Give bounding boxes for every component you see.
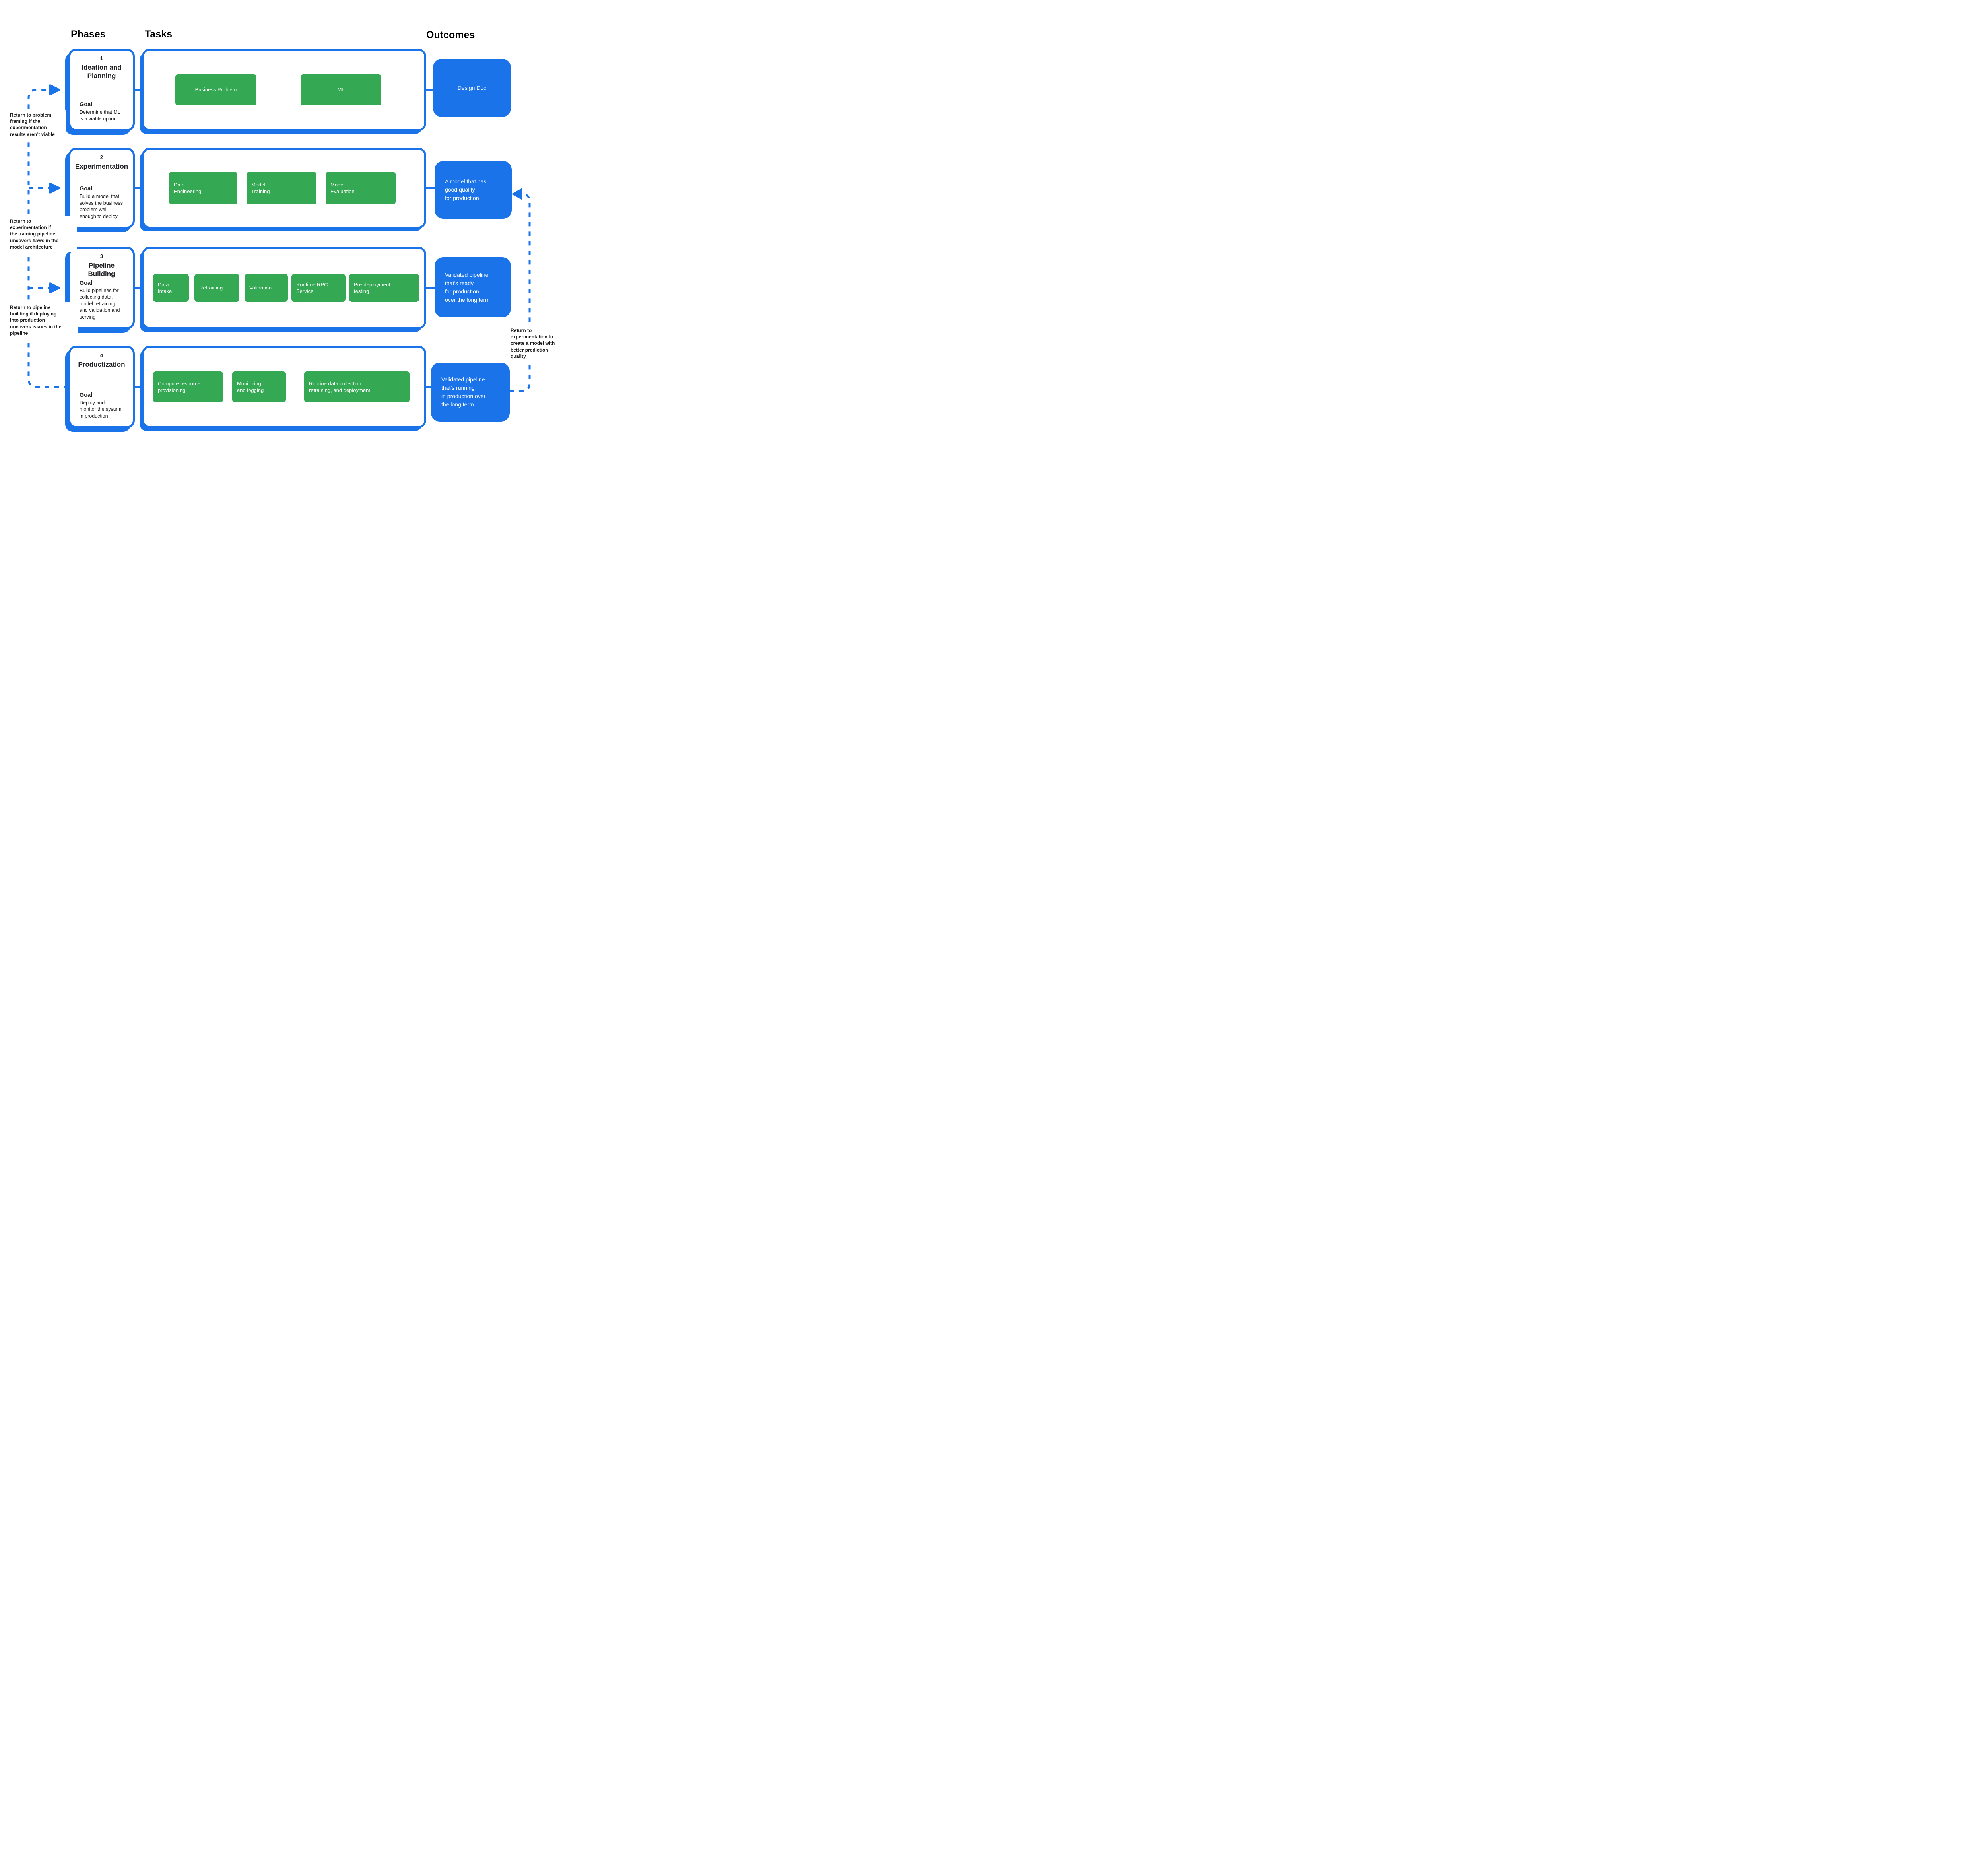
return-arrowhead-icon [49, 84, 60, 293]
outcome-validated-pipeline-ready: Validated pipeline that’s ready for prod… [435, 257, 511, 317]
goal-label: Goal [80, 280, 93, 286]
outcomes-column-header: Outcomes [426, 29, 475, 41]
task-ml: ML [301, 74, 381, 105]
goal-text: Deploy and monitor the system in product… [80, 400, 122, 419]
phase-card-pipeline-building: 3 Pipeline Building Goal Build pipelines… [68, 247, 135, 329]
task-connectors [188, 89, 350, 388]
tasks-column-header: Tasks [145, 29, 173, 40]
goal-text: Determine that ML is a viable option [80, 109, 120, 122]
phase-card-ideation-and-planning: 1 Ideation and Planning Goal Determine t… [68, 49, 135, 131]
phase-number: 2 [100, 154, 103, 160]
phase-goal-block: Goal Build pipelines for collecting data… [74, 280, 129, 321]
outcome-validated-pipeline-running: Validated pipeline that’s running in pro… [431, 363, 510, 422]
annotation-return-to-experimentation-better-quality: Return to experimentation to create a mo… [511, 325, 564, 361]
phase-number: 3 [100, 253, 103, 259]
task-routine-data-collection-retraining-deployment: Routine data collection, retraining, and… [304, 371, 410, 402]
task-validation: Validation [245, 274, 288, 302]
annotation-return-to-pipeline-building: Return to pipeline building if deploying… [10, 302, 78, 338]
phase-goal-block: Goal Deploy and monitor the system in pr… [74, 392, 129, 420]
phase-card-experimentation: 2 Experimentation Goal Build a model tha… [68, 148, 135, 229]
task-compute-resource-provisioning: Compute resource provisioning [153, 371, 223, 402]
task-business-problem: Business Problem [175, 74, 256, 105]
phase-title: Productization [78, 361, 125, 368]
phase-title: Experimentation [75, 163, 128, 170]
task-data-intake: Data Intake [153, 274, 189, 302]
outcome-model-good-quality: A model that has good quality for produc… [435, 161, 512, 219]
task-pre-deployment-testing: Pre-deployment testing [349, 274, 419, 302]
task-retraining: Retraining [194, 274, 239, 302]
return-arrowhead-icon [512, 188, 522, 200]
phase-number: 1 [100, 55, 103, 61]
task-model-evaluation: Model Evaluation [326, 172, 396, 204]
phase-number: 4 [100, 352, 103, 358]
phase-card-productization: 4 Productization Goal Deploy and monitor… [68, 346, 135, 428]
outcome-design-doc: Design Doc [433, 59, 511, 117]
goal-label: Goal [80, 392, 93, 398]
goal-text: Build a model that solves the business p… [80, 194, 123, 219]
goal-label: Goal [80, 101, 93, 108]
goal-label: Goal [80, 186, 93, 192]
annotation-return-to-experimentation: Return to experimentation if the trainin… [10, 216, 77, 252]
task-data-engineering: Data Engineering [169, 172, 237, 204]
dashed-return-path-right [510, 193, 531, 392]
phase-goal-block: Goal Build a model that solves the busin… [74, 186, 129, 220]
phase-title: Pipeline Building [88, 262, 115, 278]
mlops-workflow-diagram: Phases Tasks Outcomes 1 Ideation and Pla… [0, 0, 564, 465]
phases-column-header: Phases [71, 29, 106, 40]
task-monitoring-and-logging: Monitoring and logging [232, 371, 286, 402]
annotation-return-to-problem-framing: Return to problem framing if the experim… [10, 110, 66, 140]
phase-goal-block: Goal Determine that ML is a viable optio… [74, 101, 129, 122]
task-runtime-rpc-service: Runtime RPC Service [291, 274, 346, 302]
task-model-training: Model Training [247, 172, 316, 204]
phase-task-connectors [133, 89, 436, 388]
goal-text: Build pipelines for collecting data, mod… [80, 288, 120, 320]
phase-title: Ideation and Planning [82, 64, 122, 80]
